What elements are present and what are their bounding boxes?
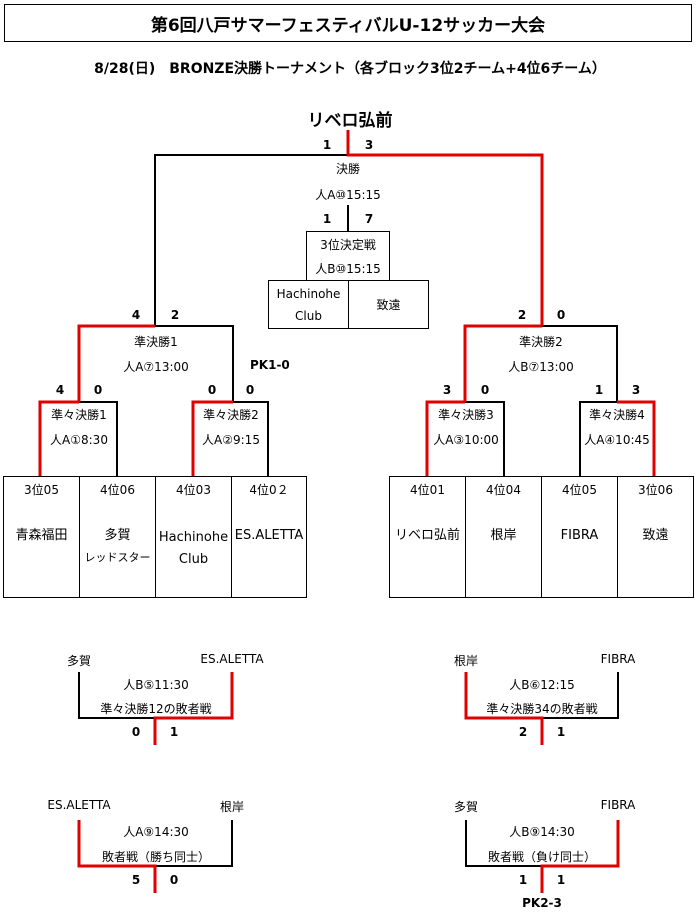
consolation1-left-team: 多賀	[66, 654, 92, 668]
final-label: 決勝	[335, 162, 361, 176]
consolation1-score-left: 0	[131, 725, 141, 739]
team-name-line2: レッドスター	[84, 551, 151, 564]
third-team-left-name2: Club	[295, 309, 322, 323]
semi1-score-right: 2	[170, 308, 180, 322]
team-seed: 4位01	[410, 483, 445, 497]
consolation3-score-right: 0	[169, 873, 179, 887]
semi1-pk: PK1-0	[250, 358, 290, 372]
third-place-box	[306, 231, 390, 281]
consolation3-score-left: 5	[131, 873, 141, 887]
consolation2-slot: 人B⑥12:15	[509, 678, 575, 692]
consolation4-slot: 人B⑨14:30	[509, 825, 575, 839]
consolation3-slot: 人A⑨14:30	[123, 825, 189, 839]
team-name: リベロ弘前	[394, 528, 460, 543]
third-score-right: 7	[364, 212, 374, 226]
consolation4-label: 敗者戦（負け同士）	[487, 850, 597, 864]
team-seed: 4位0２	[249, 483, 289, 497]
qf3-score-left: 3	[442, 383, 452, 397]
team-name: ES.ALETTA	[234, 528, 304, 543]
third-team-right-name: 致遠	[376, 298, 401, 312]
team-cell: 4位06 多賀 レッドスター	[79, 476, 156, 598]
consolation4-left-team: 多賀	[453, 800, 479, 814]
team-seed: 4位05	[562, 483, 597, 497]
third-team-left-name: Hachinohe	[276, 287, 341, 301]
qf3-score-right: 0	[480, 383, 490, 397]
tournament-subtitle: 8/28(日) BRONZE決勝トーナメント（各ブロック3位2チーム+4位6チー…	[94, 61, 606, 77]
qf1-label: 準々決勝1	[51, 408, 107, 422]
qf2-slot: 人A②9:15	[202, 433, 260, 447]
consolation3-left-team: ES.ALETTA	[47, 798, 111, 812]
qf4-slot: 人A④10:45	[584, 433, 650, 447]
third-team-right: 致遠	[348, 280, 429, 329]
team-name: FIBRA	[560, 528, 599, 543]
team-seed: 3位06	[638, 483, 673, 497]
qf3-slot: 人A③10:00	[433, 433, 499, 447]
team-cell: 3位05 青森福田	[3, 476, 80, 598]
semi1-label: 準決勝1	[134, 335, 178, 349]
semi1-slot: 人A⑦13:00	[123, 360, 189, 374]
team-cell: 3位06 致遠	[617, 476, 694, 598]
qf2-label: 準々決勝2	[203, 408, 259, 422]
final-score-right: 3	[364, 138, 374, 152]
qf1-slot: 人A①8:30	[50, 433, 108, 447]
tournament-title: 第6回八戸サマーフェスティバルU-12サッカー大会	[4, 4, 692, 42]
team-seed: 4位03	[176, 483, 211, 497]
team-cell: 4位05 FIBRA	[541, 476, 618, 598]
team-name: Hachinohe	[158, 530, 229, 545]
consolation4-pk: PK2-3	[522, 896, 562, 910]
final-slot: 人A⑩15:15	[315, 188, 381, 202]
team-seed: 3位05	[24, 483, 59, 497]
consolation2-left-team: 根岸	[453, 654, 479, 668]
third-score-left: 1	[322, 212, 332, 226]
consolation4-score-right: 1	[556, 873, 566, 887]
team-cell: 4位04 根岸	[465, 476, 542, 598]
consolation3-right-team: 根岸	[219, 800, 245, 814]
team-cell: 4位0２ ES.ALETTA	[231, 476, 307, 598]
consolation1-score-right: 1	[169, 725, 179, 739]
team-seed: 4位06	[100, 483, 135, 497]
team-name: 根岸	[490, 528, 517, 543]
team-seed: 4位04	[486, 483, 521, 497]
team-cell: 4位01 リベロ弘前	[389, 476, 466, 598]
consolation4-score-left: 1	[518, 873, 528, 887]
consolation3-label: 敗者戦（勝ち同士）	[101, 850, 211, 864]
qf3-label: 準々決勝3	[438, 408, 494, 422]
team-cell: 4位03 Hachinohe Club	[155, 476, 232, 598]
consolation2-score-left: 2	[518, 725, 528, 739]
third-slot: 人B⑩15:15	[315, 262, 381, 276]
semi2-score-right: 0	[556, 308, 566, 322]
qf1-score-right: 0	[93, 383, 103, 397]
consolation2-label: 準々決勝34の敗者戦	[486, 702, 598, 716]
consolation2-score-right: 1	[556, 725, 566, 739]
consolation1-right-team: ES.ALETTA	[200, 652, 264, 666]
consolation4-right-team: FIBRA	[600, 798, 636, 812]
consolation2-right-team: FIBRA	[600, 652, 636, 666]
semi2-slot: 人B⑦13:00	[508, 360, 574, 374]
team-name: 青森福田	[15, 528, 68, 543]
consolation1-slot: 人B⑤11:30	[123, 678, 189, 692]
semi1-score-left: 4	[131, 308, 141, 322]
team-name-line2: Club	[178, 552, 209, 567]
consolation1-label: 準々決勝12の敗者戦	[100, 702, 212, 716]
qf4-score-left: 1	[594, 383, 604, 397]
champion-name: リベロ弘前	[307, 111, 393, 131]
team-name: 多賀	[104, 528, 131, 543]
qf2-score-left: 0	[207, 383, 217, 397]
team-name: 致遠	[642, 528, 669, 543]
qf4-label: 準々決勝4	[589, 408, 645, 422]
semi2-label: 準決勝2	[519, 335, 563, 349]
qf4-score-right: 3	[631, 383, 641, 397]
qf2-score-right: 0	[245, 383, 255, 397]
qf1-score-left: 4	[55, 383, 65, 397]
third-label: 3位決定戦	[320, 238, 376, 252]
final-score-left: 1	[322, 138, 332, 152]
semi2-score-left: 2	[517, 308, 527, 322]
